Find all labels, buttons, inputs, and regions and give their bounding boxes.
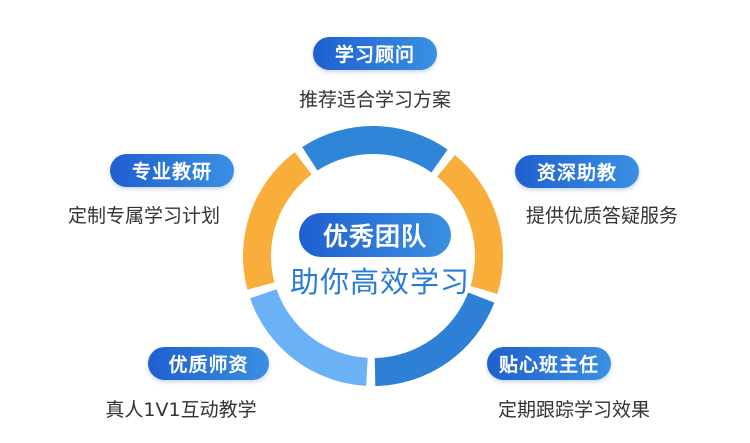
pill-learning-advisor: 学习顾问 (313, 37, 437, 70)
desc-professional-research: 定制专属学习计划 (67, 205, 220, 227)
center-subtitle: 助你高效学习 (289, 265, 470, 299)
desc-learning-advisor: 推荐适合学习方案 (298, 89, 451, 111)
pill-professional-research: 专业教研 (110, 154, 234, 187)
center-title-pill: 优秀团队 (299, 213, 451, 257)
segment-top (302, 126, 448, 173)
segment-left (243, 152, 312, 290)
pill-head-teacher: 贴心班主任 (487, 347, 611, 380)
desc-quality-teachers: 真人1V1互动教学 (105, 399, 257, 421)
desc-head-teacher: 定期跟踪学习效果 (497, 399, 650, 421)
segment-bottom-right (374, 292, 495, 386)
segment-bottom-left (250, 289, 368, 386)
pill-quality-teachers: 优质师资 (148, 347, 269, 380)
segment-right (437, 154, 503, 295)
desc-senior-assistant: 提供优质答疑服务 (525, 205, 678, 227)
pill-senior-assistant: 资深助教 (515, 155, 639, 188)
